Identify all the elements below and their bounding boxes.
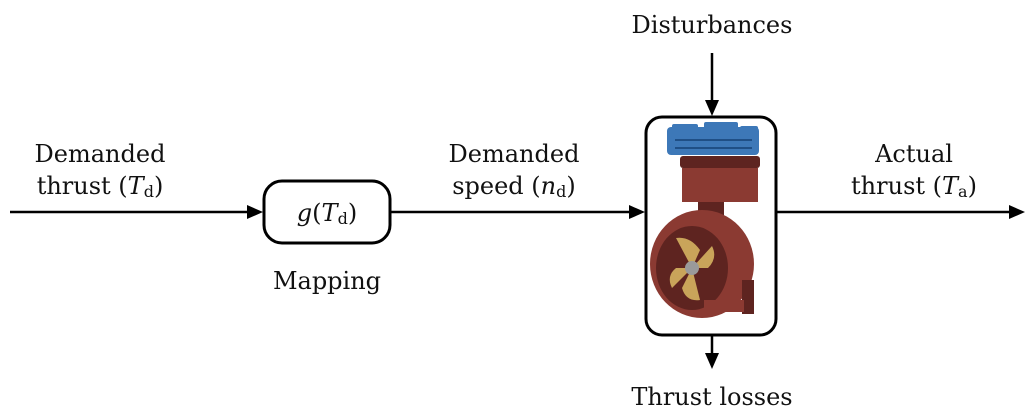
support-base: [704, 300, 744, 312]
housing-block: [682, 168, 758, 202]
mapping-caption: Mapping: [273, 267, 381, 295]
support-stand: [742, 280, 754, 314]
disturbances-arrow-head: [705, 100, 719, 116]
speed-arrow-head: [629, 205, 645, 219]
thrust-losses-label: Thrust losses: [631, 383, 792, 411]
actual-thrust-label-line2: thrust (Ta): [851, 172, 977, 201]
disturbances-label: Disturbances: [632, 11, 793, 39]
mapping-function-text: g(Td): [297, 199, 357, 228]
losses-arrow-head: [705, 353, 719, 369]
motor-shape: [667, 122, 759, 155]
propeller-blades: [669, 237, 715, 301]
output-arrow-head: [1009, 205, 1025, 219]
actual-thrust-label-line1: Actual: [874, 140, 953, 168]
thruster-illustration: [650, 122, 760, 318]
demanded-speed-label-line1: Demanded: [449, 140, 580, 168]
propeller-hub: [685, 261, 699, 275]
input-arrow-head: [247, 205, 263, 219]
demanded-thrust-label-line1: Demanded: [35, 140, 166, 168]
demanded-thrust-label-line2: thrust (Td): [37, 172, 164, 201]
demanded-speed-label-line2: speed (nd): [452, 172, 576, 201]
housing-flange: [680, 156, 760, 168]
